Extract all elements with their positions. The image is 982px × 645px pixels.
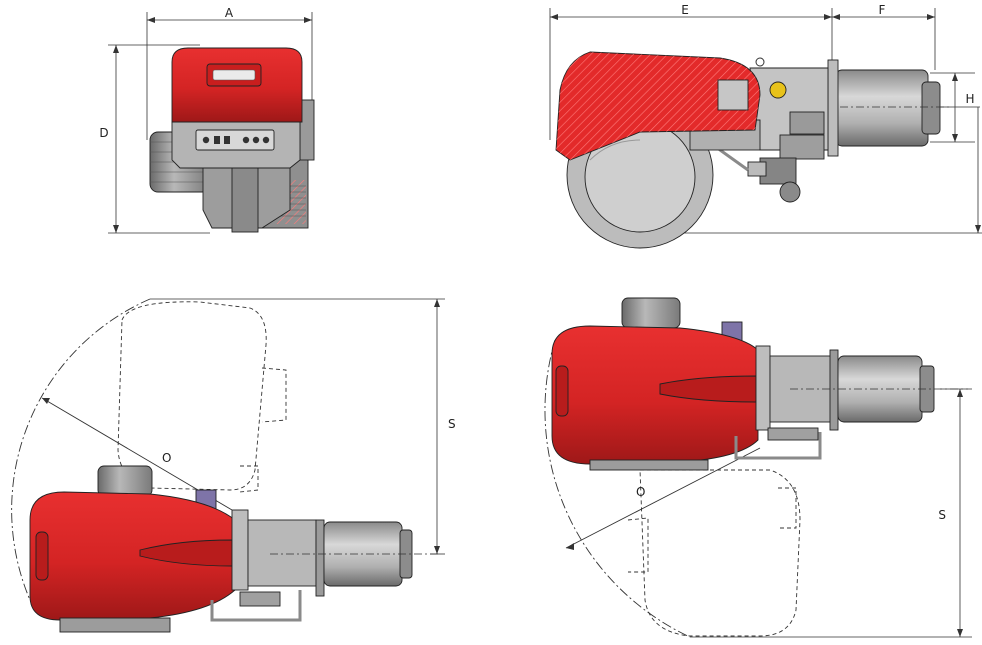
rotation-view-right: S O bbox=[544, 297, 972, 638]
blast-tube bbox=[835, 69, 929, 147]
side-view: E F H bbox=[549, 3, 982, 249]
radius-o-right bbox=[565, 447, 761, 549]
red-cover-right bbox=[551, 325, 759, 465]
front-view: A D bbox=[99, 6, 315, 234]
ghost-cover-right bbox=[639, 469, 801, 637]
swing-arc-right bbox=[544, 339, 691, 638]
motor-right bbox=[621, 297, 681, 329]
dimension-f: F bbox=[832, 3, 936, 70]
label-s-left: S bbox=[448, 417, 456, 431]
label-d: D bbox=[99, 126, 108, 140]
rotation-view-left: S O bbox=[11, 298, 456, 633]
motor-left bbox=[97, 465, 153, 497]
label-s-right: S bbox=[938, 508, 946, 522]
label-e: E bbox=[681, 3, 689, 17]
adjust-knob bbox=[769, 81, 787, 99]
dimension-d: D bbox=[99, 44, 210, 234]
ghost-cover-left bbox=[117, 301, 267, 491]
dimension-e: E bbox=[549, 3, 833, 140]
flange bbox=[827, 59, 839, 157]
label-f: F bbox=[879, 3, 886, 17]
control-panel bbox=[195, 129, 275, 151]
label-o-left: O bbox=[162, 451, 171, 465]
head-body-left bbox=[247, 519, 317, 587]
label-a: A bbox=[225, 6, 234, 20]
label-o-right: O bbox=[636, 485, 645, 499]
swing-arc-left bbox=[11, 298, 151, 601]
label-h: H bbox=[965, 92, 974, 106]
